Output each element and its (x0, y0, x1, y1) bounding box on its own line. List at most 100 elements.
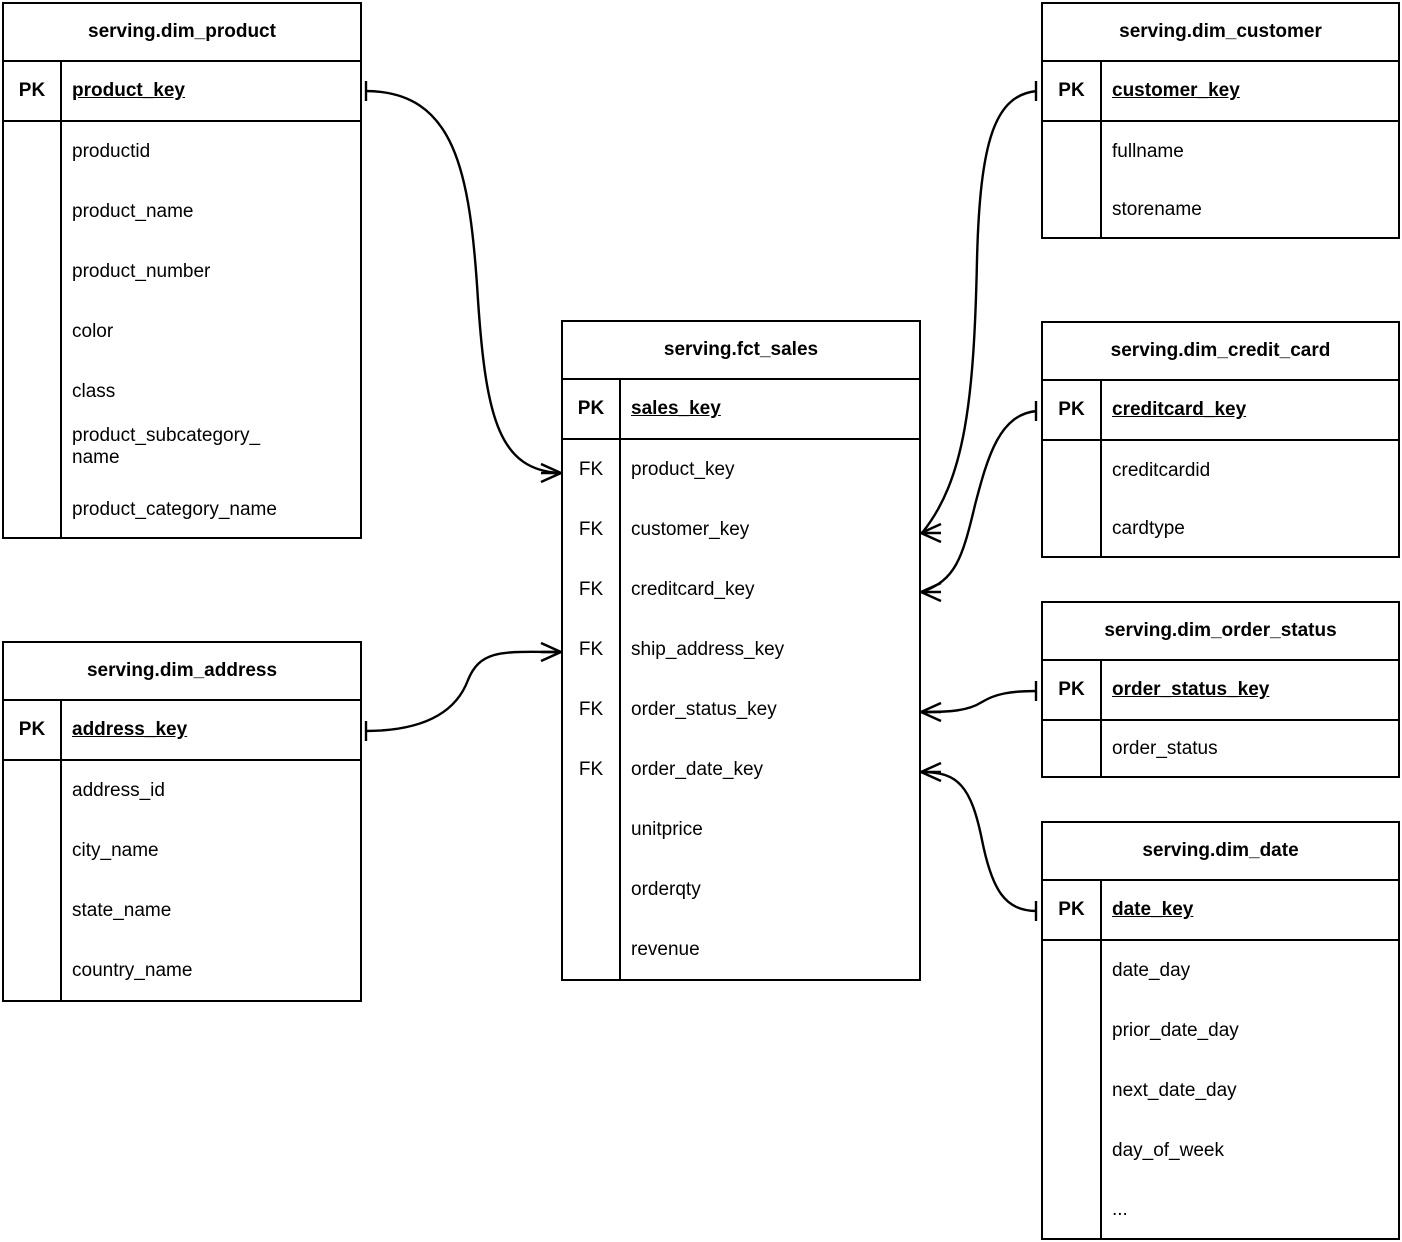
pk-badge-fct-sales: PK (563, 380, 621, 438)
fk-row: FK creditcard_key (563, 560, 919, 620)
fk-column: ship_address_key (631, 639, 785, 661)
attribute-row: day_of_week (1112, 1140, 1224, 1162)
pk-badge-dim-product: PK (4, 62, 62, 120)
attr-list-dim-date: date_day prior_date_day next_date_day da… (1102, 941, 1398, 1238)
attribute-row: prior_date_day (1112, 1020, 1239, 1042)
pk-column-dim-customer: customer_key (1112, 80, 1240, 102)
entity-dim-address[interactable]: serving.dim_address PK address_key addre… (2, 641, 362, 1002)
measures-fct-sales: unitprice orderqty revenue (563, 800, 919, 979)
attr-keycol-spacer-dim-date (1043, 941, 1102, 1238)
attr-list-dim-product: productid product_name product_number co… (62, 122, 360, 537)
pk-row-dim-address: PK address_key (4, 701, 360, 761)
fk-rows-fct-sales: FK product_key FK customer_key FK credit… (563, 440, 919, 800)
pk-badge-dim-address: PK (4, 701, 62, 759)
entity-dim-credit-card[interactable]: serving.dim_credit_card PK creditcard_ke… (1041, 321, 1400, 558)
pk-column-dim-date: date_key (1112, 899, 1194, 921)
fk-badge: FK (563, 440, 621, 500)
attribute-row: country_name (72, 959, 193, 981)
attr-keycol-spacer-dim-order-status (1043, 721, 1102, 776)
attribute-row: productid (72, 141, 151, 163)
pk-row-dim-date: PK date_key (1043, 881, 1398, 941)
attribute-row: creditcardid (1112, 460, 1211, 482)
pk-badge-dim-customer: PK (1043, 62, 1102, 120)
attr-keycol-spacer-dim-credit-card (1043, 441, 1102, 556)
pk-column-dim-credit-card: creditcard_key (1112, 399, 1247, 421)
fk-row: FK customer_key (563, 500, 919, 560)
fk-row: FK product_key (563, 440, 919, 500)
fk-badge: FK (563, 620, 621, 680)
attributes-dim-product: productid product_name product_number co… (4, 122, 360, 537)
pk-badge-dim-credit-card: PK (1043, 381, 1102, 439)
edge-dim-address-to-fct-sales (364, 650, 561, 733)
entity-dim-date[interactable]: serving.dim_date PK date_key date_day pr… (1041, 821, 1400, 1240)
attribute-row: address_id (72, 780, 165, 802)
measure-row: revenue (631, 938, 700, 960)
entity-dim-product[interactable]: serving.dim_product PK product_key produ… (2, 2, 362, 539)
attr-keycol-spacer-dim-address (4, 761, 62, 1000)
entity-title-dim-date: serving.dim_date (1043, 823, 1398, 881)
cardinality-many-fct-orderdate (920, 761, 942, 783)
attribute-row: date_day (1112, 960, 1191, 982)
attribute-row: fullname (1112, 141, 1184, 163)
fk-column: product_key (631, 459, 735, 481)
entity-dim-customer[interactable]: serving.dim_customer PK customer_key ful… (1041, 2, 1400, 239)
entity-fct-sales[interactable]: serving.fct_sales PK sales_key FK produc… (561, 320, 921, 981)
edge-dim-credit-card-to-fct-sales (921, 409, 1038, 594)
pk-column-fct-sales: sales_key (631, 398, 721, 420)
entity-title-dim-address: serving.dim_address (4, 643, 360, 701)
attribute-row: order_status (1112, 737, 1218, 759)
attribute-row: cardtype (1112, 517, 1185, 539)
pk-badge-dim-order-status: PK (1043, 661, 1102, 719)
entity-title-dim-credit-card: serving.dim_credit_card (1043, 323, 1398, 381)
attr-list-dim-order-status: order_status (1102, 721, 1398, 776)
attr-keycol-spacer-dim-customer (1043, 122, 1102, 237)
fk-badge: FK (563, 560, 621, 620)
pk-column-dim-order-status: order_status_key (1112, 679, 1270, 701)
attribute-row: product_number (72, 261, 211, 283)
fk-row: FK order_date_key (563, 740, 919, 800)
pk-row-fct-sales: PK sales_key (563, 380, 919, 440)
fk-column: order_status_key (631, 699, 777, 721)
fk-column: customer_key (631, 519, 750, 541)
cardinality-many-fct-orderstatus (920, 701, 942, 723)
attribute-row: product_name (72, 201, 194, 223)
fk-column: creditcard_key (631, 579, 755, 601)
attribute-row: city_name (72, 840, 159, 862)
fk-badge: FK (563, 500, 621, 560)
pk-column-dim-address: address_key (72, 719, 188, 741)
attributes-dim-credit-card: creditcardid cardtype (1043, 441, 1398, 556)
attribute-row: color (72, 321, 114, 343)
pk-badge-dim-date: PK (1043, 881, 1102, 939)
pk-row-dim-credit-card: PK creditcard_key (1043, 381, 1398, 441)
fk-row: FK order_status_key (563, 680, 919, 740)
edge-dim-customer-to-fct-sales (921, 89, 1038, 534)
attr-list-dim-credit-card: creditcardid cardtype (1102, 441, 1398, 556)
edge-dim-product-to-fct-sales (364, 89, 561, 475)
measure-keycol-spacer-fct-sales (563, 800, 621, 979)
pk-row-dim-product: PK product_key (4, 62, 360, 122)
edge-dim-order-status-to-fct-sales (921, 689, 1038, 714)
cardinality-many-fct-creditcard (920, 581, 942, 603)
attribute-row: product_category_name (72, 498, 277, 520)
attribute-row: product_subcategory_ name (72, 425, 261, 468)
cardinality-many-fct-product (540, 462, 562, 484)
attribute-row: state_name (72, 900, 172, 922)
measure-list-fct-sales: unitprice orderqty revenue (621, 800, 919, 979)
attributes-dim-address: address_id city_name state_name country_… (4, 761, 360, 1000)
entity-title-dim-order-status: serving.dim_order_status (1043, 603, 1398, 661)
entity-title-dim-customer: serving.dim_customer (1043, 4, 1398, 62)
attributes-dim-customer: fullname storename (1043, 122, 1398, 237)
attr-list-dim-address: address_id city_name state_name country_… (62, 761, 360, 1000)
entity-title-fct-sales: serving.fct_sales (563, 322, 919, 380)
measure-row: orderqty (631, 879, 701, 901)
attribute-row: ... (1112, 1198, 1128, 1220)
cardinality-many-fct-customer (920, 522, 942, 544)
attribute-row: class (72, 381, 116, 403)
entity-dim-order-status[interactable]: serving.dim_order_status PK order_status… (1041, 601, 1400, 778)
fk-badge: FK (563, 680, 621, 740)
attribute-row: next_date_day (1112, 1080, 1237, 1102)
fk-badge: FK (563, 740, 621, 800)
entity-title-dim-product: serving.dim_product (4, 4, 360, 62)
attributes-dim-date: date_day prior_date_day next_date_day da… (1043, 941, 1398, 1238)
